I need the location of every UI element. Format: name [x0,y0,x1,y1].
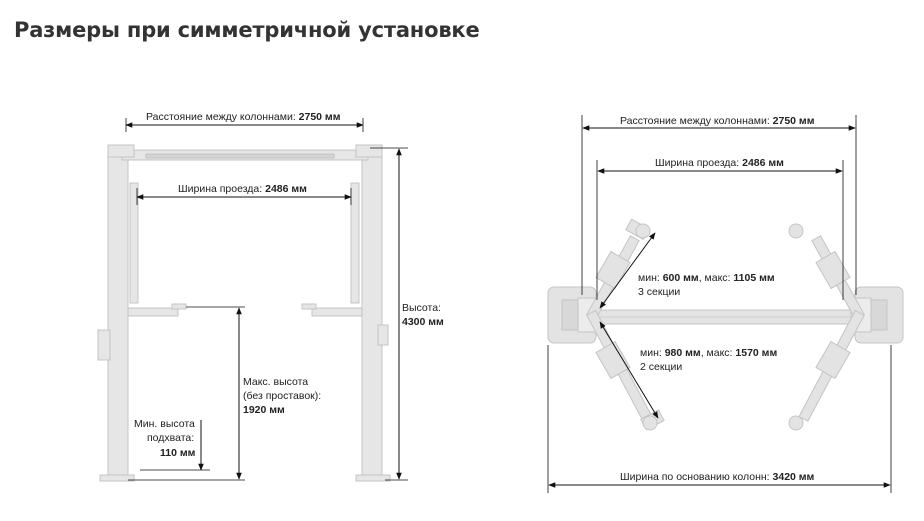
page-title: Размеры при симметричной установке [14,18,480,42]
right-column [361,149,383,481]
arm-short-range: мин: 600 мм, макс: 1105 мм [638,272,775,284]
right-base-plate [355,474,391,482]
top-base-width-label: Ширина по основанию колонн: 3420 мм [620,471,815,483]
arm-short-sections: 3 секции [638,286,680,298]
arm-long-dimension-line [599,321,659,419]
front-view-lift [97,144,391,482]
front-max-height-value: 1920 мм [243,404,285,416]
front-min-height-line1: Мин. высота [134,418,195,430]
top-drive-width-label: Ширина проезда: 2486 мм [655,157,784,169]
front-height-value: 4300 мм [402,316,444,328]
left-column [107,149,129,481]
front-column-distance-label: Расстояние между колоннами: 2750 мм [146,111,341,123]
top-column-distance-label: Расстояние между колоннами: 2750 мм [620,115,815,127]
left-base-plate [99,474,135,482]
right-arm [311,307,363,317]
front-min-height-line2: подхвата: [147,432,194,444]
arm-long-sections: 2 секции [640,361,682,373]
arm-long-range: мин: 980 мм, макс: 1570 мм [640,347,777,359]
arm-short-dimension-line [599,232,656,309]
front-max-height-line1: Макс. высота [243,376,308,388]
front-min-height-value: 110 мм [160,447,196,459]
front-drive-width-label: Ширина проезда: 2486 мм [178,183,307,195]
front-height-title: Высота: [402,302,441,314]
left-arm [127,307,179,317]
front-max-height-line2: (без проставок): [243,390,321,402]
